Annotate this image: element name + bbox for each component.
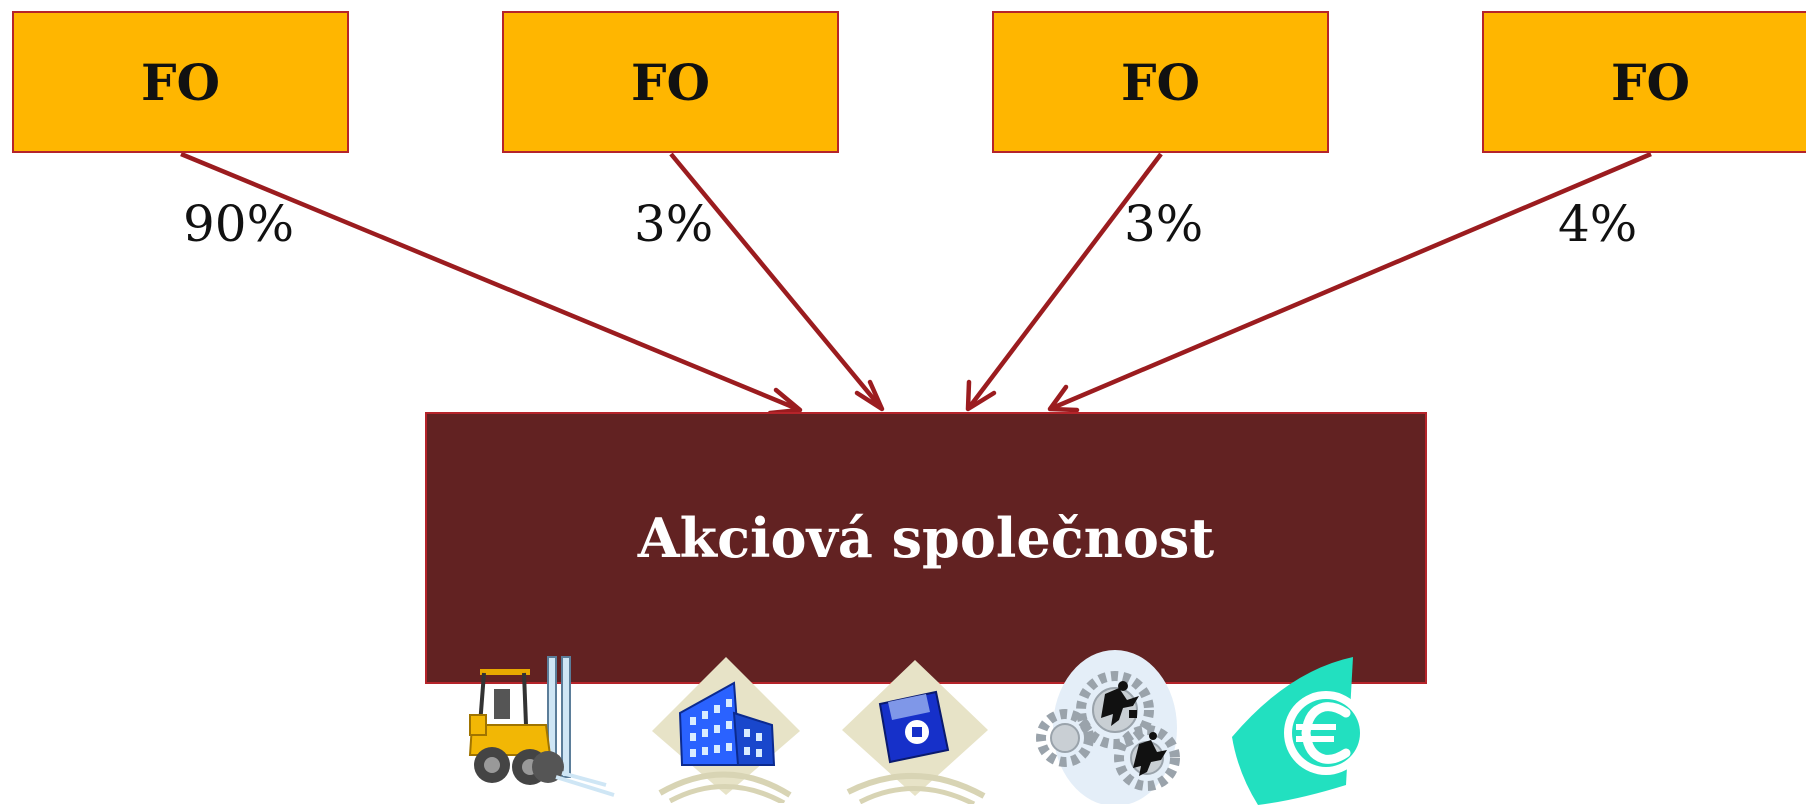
owner-share-3: 3% — [1124, 195, 1204, 253]
owner-share-1: 90% — [183, 195, 295, 253]
arrowhead-owner-2 — [854, 379, 885, 412]
arrow-owner-3 — [966, 152, 1163, 411]
gears-businessmen-icon — [1036, 650, 1180, 804]
owner-share-2: 3% — [634, 195, 714, 253]
owner-box-1: FO — [12, 11, 349, 153]
company-box: Akciová společnost — [425, 412, 1427, 684]
owner-label-2: FO — [630, 52, 711, 112]
arrowhead-owner-3 — [965, 379, 997, 412]
euro-icon — [1232, 657, 1368, 805]
owner-share-4: 4% — [1558, 195, 1638, 253]
owner-label-1: FO — [140, 52, 221, 112]
owner-box-3: FO — [992, 11, 1329, 153]
owner-label-4: FO — [1610, 52, 1691, 112]
arrow-owner-4 — [1049, 151, 1652, 412]
arrow-owner-2 — [669, 152, 884, 411]
forklift-icon — [468, 656, 615, 797]
office-building-icon — [652, 657, 800, 803]
arrowhead-owner-4 — [1047, 384, 1080, 413]
arrow-owner-1 — [180, 151, 801, 413]
company-label: Akciová společnost — [637, 506, 1215, 570]
floppy-disk-icon — [842, 660, 988, 804]
owner-box-2: FO — [502, 11, 839, 153]
owner-box-4: FO — [1482, 11, 1806, 153]
owner-label-3: FO — [1120, 52, 1201, 112]
